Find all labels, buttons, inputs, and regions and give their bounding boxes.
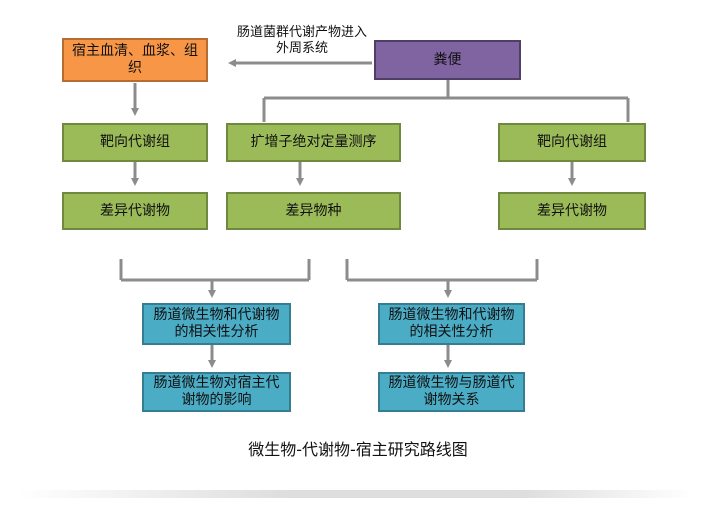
node-targeted-metabolome-right: 靶向代谢组 xyxy=(498,123,646,162)
node-influence-host: 肠道微生物对宿主代谢物的影响 xyxy=(142,372,291,412)
node-diff-species: 差异物种 xyxy=(226,192,401,230)
node-relationship: 肠道微生物与肠道代谢物关系 xyxy=(378,372,525,412)
node-host-serum: 宿主血清、血浆、组织 xyxy=(62,38,208,82)
annotation-text: 肠道菌群代谢产物进入外周系统 xyxy=(236,25,367,56)
page-shadow xyxy=(18,490,692,498)
diagram-caption: 微生物-代谢物-宿主研究路线图 xyxy=(248,440,468,459)
node-diff-metabolites-left: 差异代谢物 xyxy=(62,192,208,230)
node-diff-metabolites-right: 差异代谢物 xyxy=(498,192,646,230)
node-correlation-left: 肠道微生物和代谢物的相关性分析 xyxy=(142,303,291,345)
node-targeted-metabolome-left: 靶向代谢组 xyxy=(62,123,208,162)
node-amplicon-sequencing: 扩增子绝对定量测序 xyxy=(226,123,401,162)
node-correlation-right: 肠道微生物和代谢物的相关性分析 xyxy=(378,303,525,345)
node-feces: 粪便 xyxy=(374,40,521,80)
